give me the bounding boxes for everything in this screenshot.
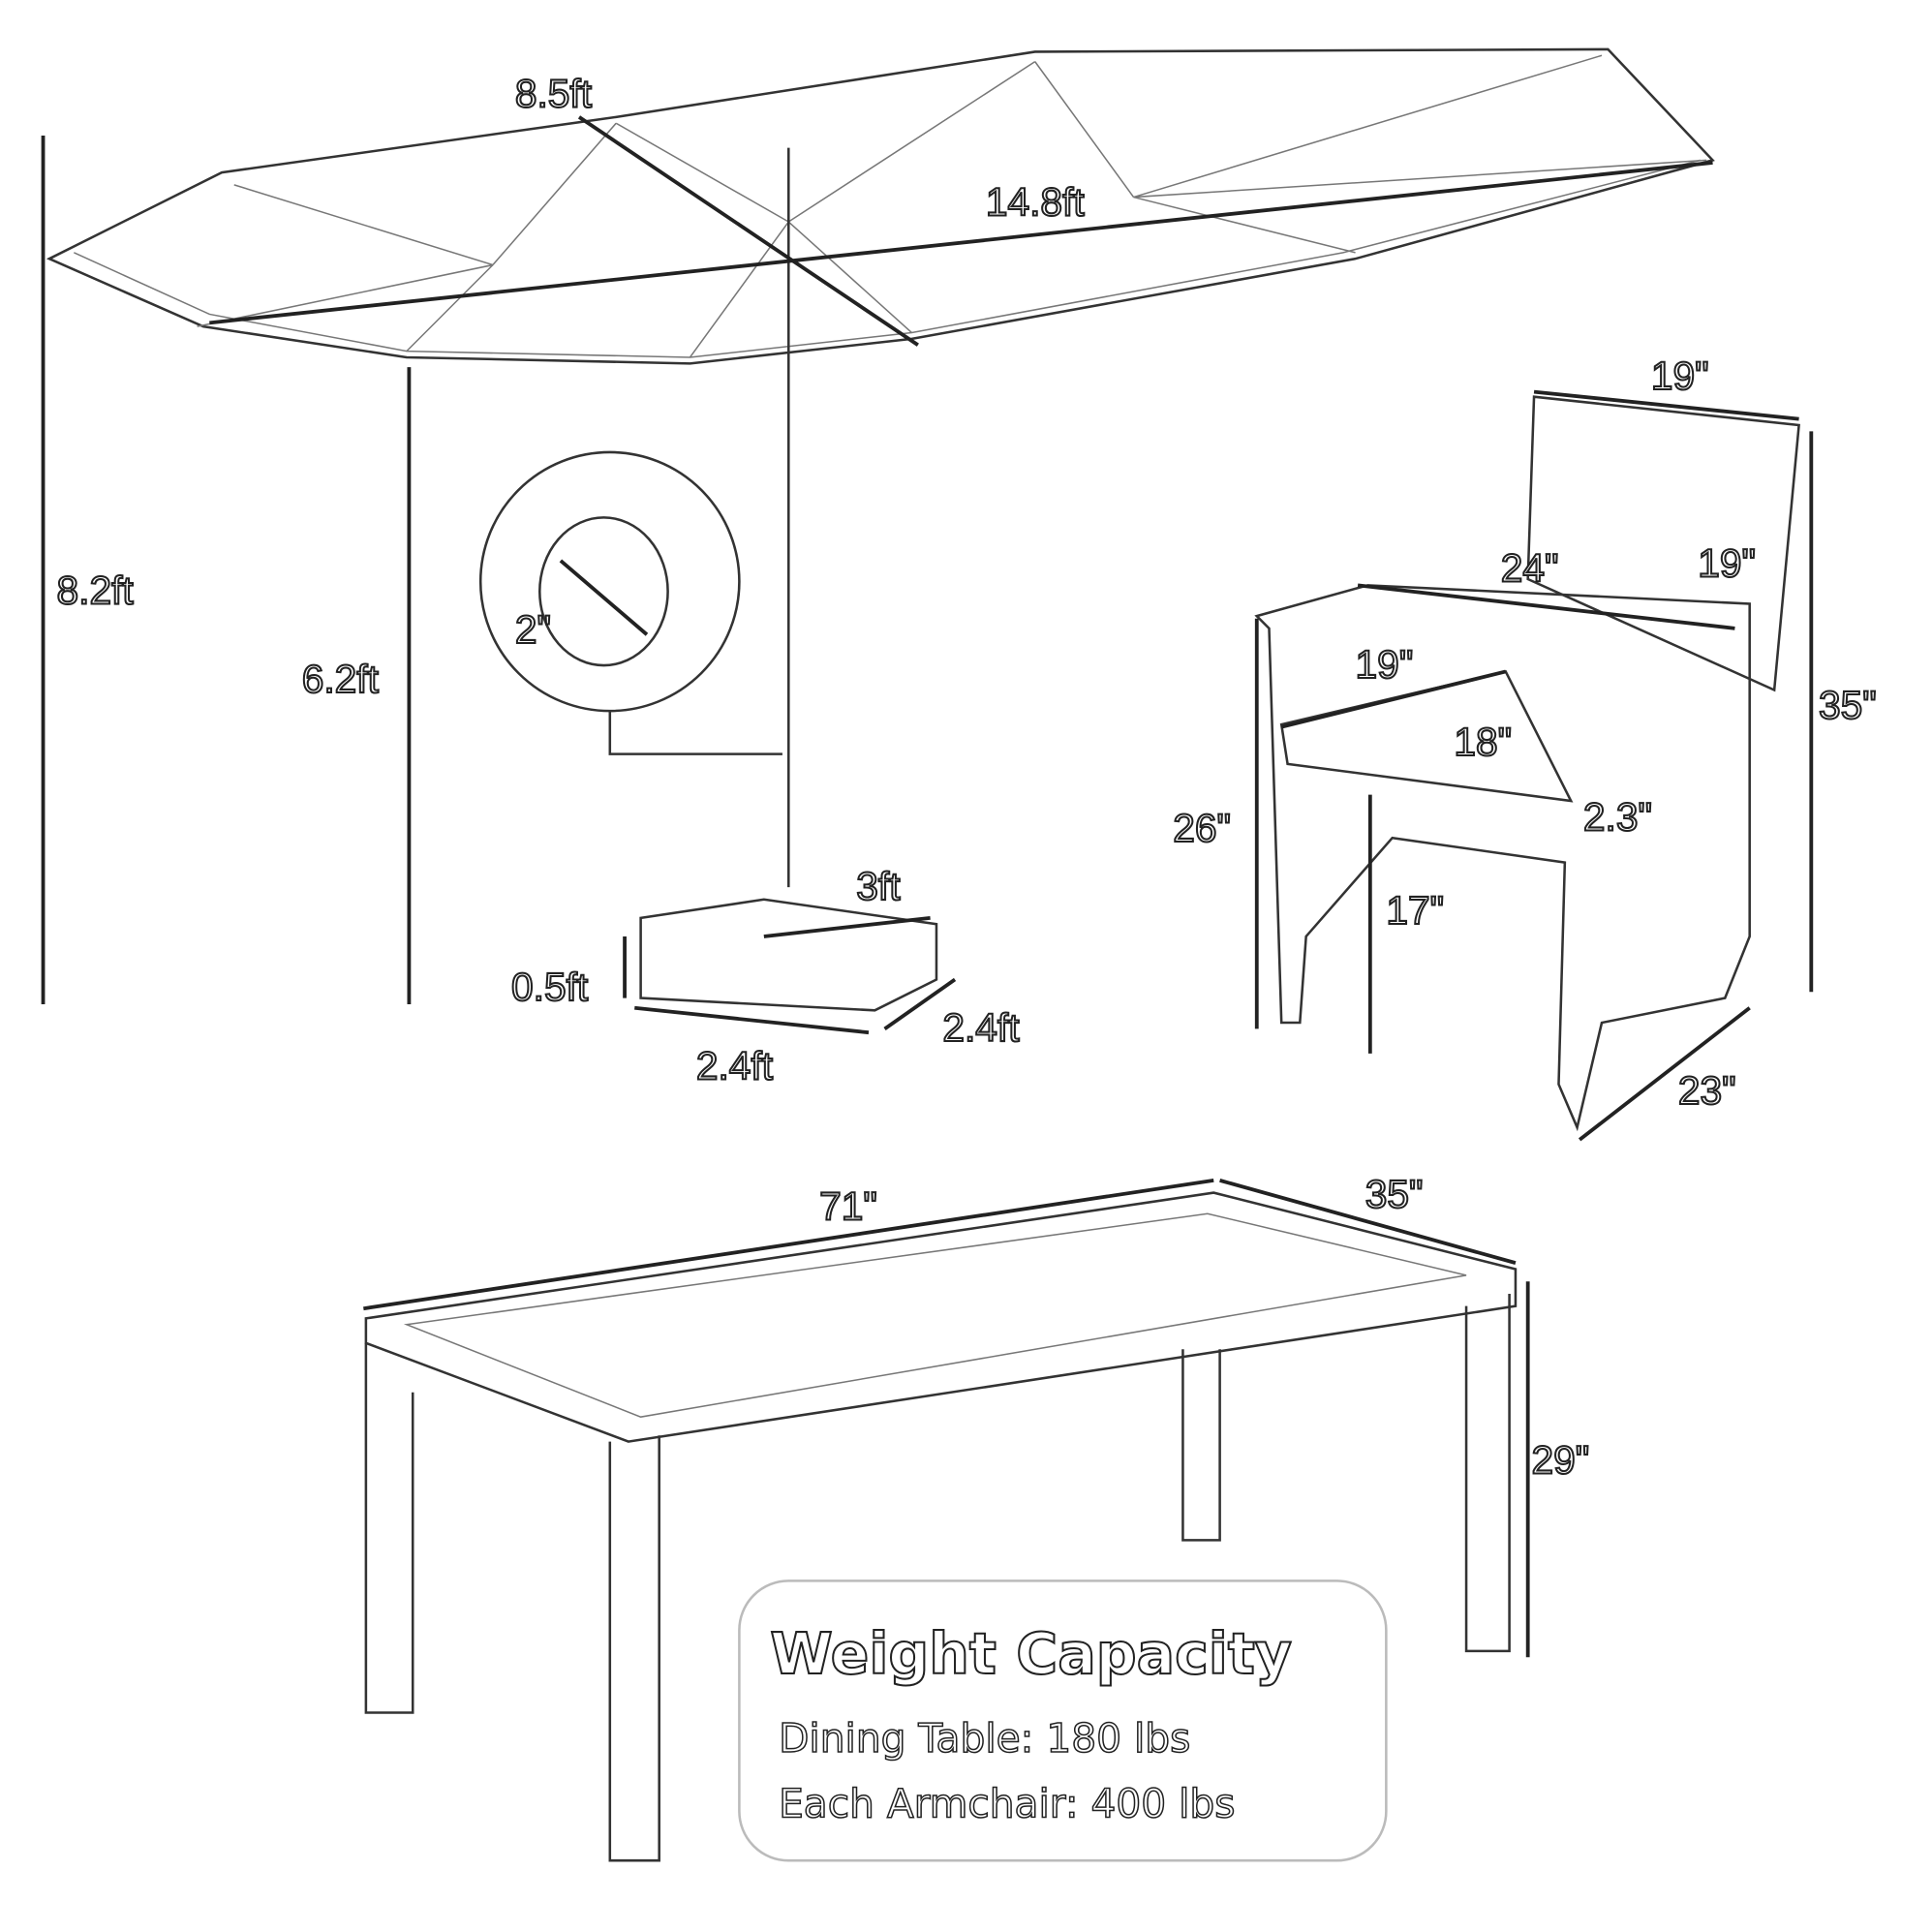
umbrella-length-label: 14.8ft [986, 180, 1086, 225]
chair-seat-depth-label: 19" [1356, 642, 1414, 687]
weight-line-armchair: Each Armchair: 400 lbs [779, 1781, 1235, 1827]
chair-arm-width-label: 24" [1501, 546, 1559, 591]
pole-diameter-label: 2" [515, 607, 551, 652]
chair-seat-width-label: 18" [1454, 720, 1512, 764]
umbrella-drawing [46, 47, 1715, 1012]
base-depth-label: 2.4ft [942, 1005, 1020, 1050]
dining-table-drawing [364, 1191, 1518, 1862]
dimension-lines [41, 115, 1814, 1658]
weight-capacity-box: Weight Capacity Dining Table: 180 lbs Ea… [738, 1579, 1388, 1862]
umbrella-clearance-label: 6.2ft [302, 657, 380, 701]
weight-line-table: Dining Table: 180 lbs [779, 1715, 1190, 1762]
weight-capacity-title: Weight Capacity [770, 1621, 1292, 1687]
chair-height-label: 35" [1819, 683, 1877, 727]
umbrella-width-label: 8.5ft [515, 72, 593, 116]
chair-back-height-label: 19" [1698, 540, 1756, 585]
umbrella-canopy [46, 47, 1715, 365]
base-width-label: 2.4ft [696, 1044, 774, 1089]
chair-arm-height-label: 26" [1173, 806, 1231, 850]
armchair-drawing [1254, 395, 1800, 1132]
table-length-label: 71" [819, 1184, 877, 1229]
base-length-label: 3ft [856, 864, 901, 908]
chair-cushion-label: 2.3" [1583, 795, 1652, 840]
chair-back-width-label: 19" [1651, 353, 1709, 398]
umbrella-ribs [197, 54, 1707, 358]
base-height-label: 0.5ft [511, 965, 589, 1009]
chair-seat-height-label: 17" [1386, 888, 1444, 933]
umbrella-base [639, 898, 938, 1012]
table-height-label: 29" [1531, 1438, 1589, 1483]
umbrella-height-label: 8.2ft [57, 567, 135, 612]
chair-depth-label: 23" [1678, 1068, 1736, 1113]
table-width-label: 35" [1365, 1172, 1424, 1216]
pole-detail-circle [478, 450, 741, 713]
